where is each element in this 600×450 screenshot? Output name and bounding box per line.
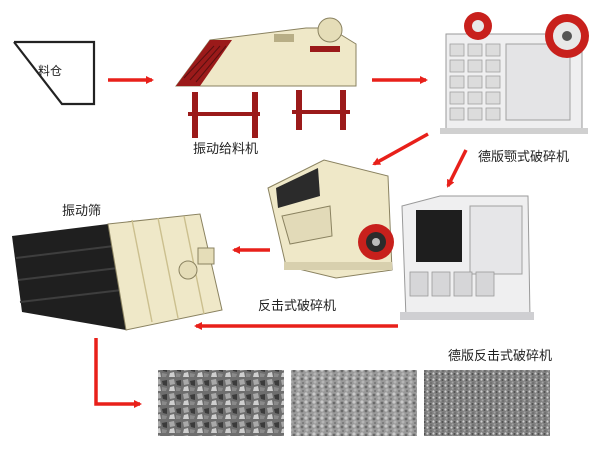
de-impact-crusher-machine xyxy=(400,195,534,320)
hopper-label: 料仓 xyxy=(38,64,63,78)
gravel-medium-sample xyxy=(291,370,417,436)
flow-arrows xyxy=(94,76,468,408)
impact-crusher-label: 反击式破碎机 xyxy=(258,299,337,314)
gravel-fine-sample xyxy=(424,370,550,436)
de-impact-crusher-label: 德版反击式破碎机 xyxy=(448,349,553,364)
gravel-coarse-sample xyxy=(158,370,284,436)
vibrating-feeder-machine xyxy=(175,17,357,138)
jaw-crusher-machine xyxy=(440,12,589,134)
impact-crusher-machine xyxy=(267,159,394,279)
arrow-screen-to-output xyxy=(94,338,142,408)
hopper-icon xyxy=(13,40,96,106)
vibrating-screen-label: 振动筛 xyxy=(62,204,102,219)
arrow-jaw-to-de-impact xyxy=(446,149,468,188)
vibrating-screen-machine xyxy=(12,213,223,331)
vibrating-feeder-label: 振动给料机 xyxy=(193,142,259,157)
arrow-jaw-to-impact xyxy=(372,132,429,166)
jaw-crusher-label: 德版颚式破碎机 xyxy=(478,150,570,165)
